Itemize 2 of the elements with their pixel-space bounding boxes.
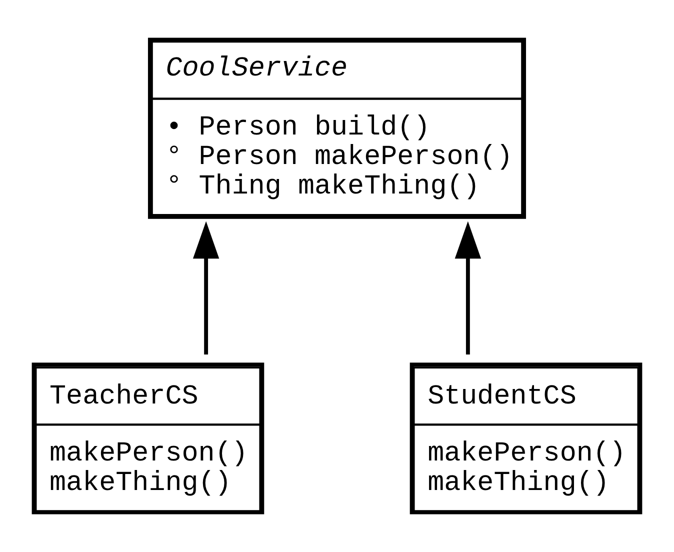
arrow xyxy=(454,221,482,355)
arrow xyxy=(192,221,220,355)
